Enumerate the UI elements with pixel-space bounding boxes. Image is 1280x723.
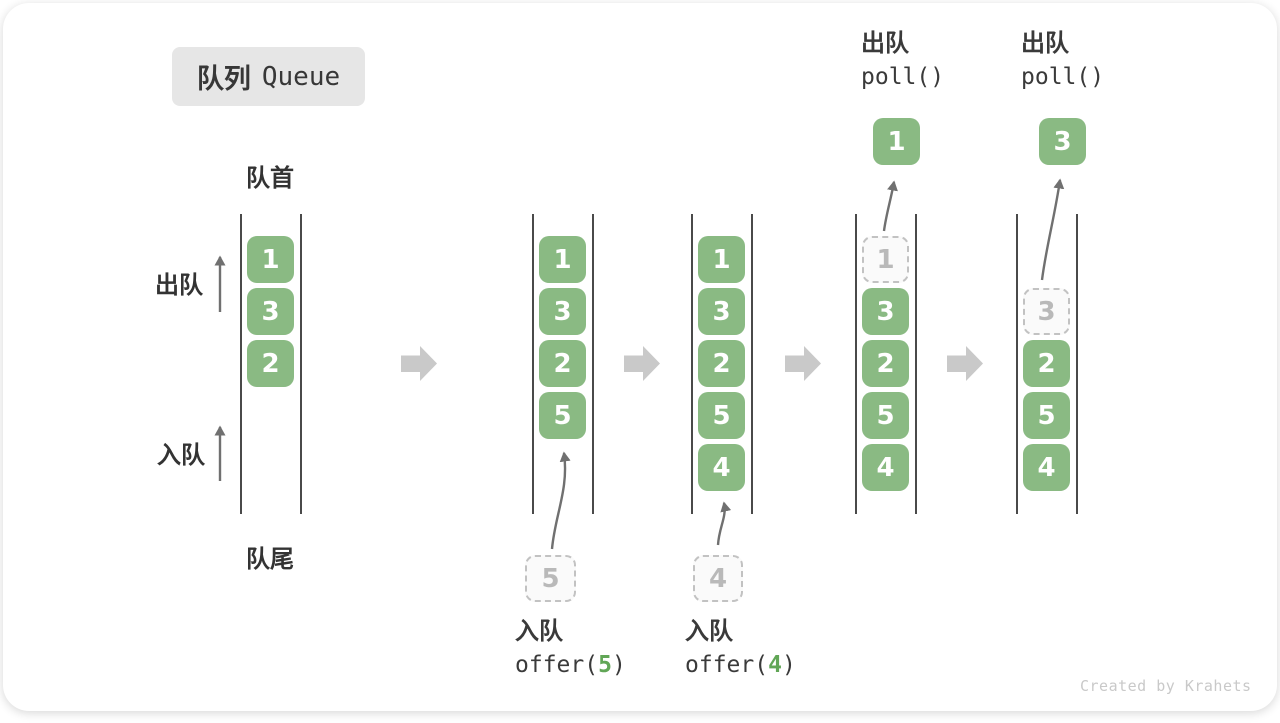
poll-result-box: 1 [873, 118, 920, 165]
queue-item: 2 [862, 340, 909, 387]
enqueue-staging-box: 4 [693, 555, 743, 602]
queue-item: 3 [862, 288, 909, 335]
offer-operation-label: 入队 offer(4) [685, 615, 796, 681]
offer-code-post: ) [611, 652, 626, 678]
queue-wall-left [691, 214, 693, 514]
arrows-overlay [214, 178, 1065, 550]
poll-zh-label: 出队 [1021, 30, 1069, 57]
title-en: Queue [261, 61, 341, 92]
queue-item: 1 [698, 236, 745, 283]
queue-wall-right [300, 214, 302, 514]
queue-item: 5 [539, 392, 586, 439]
queue-item: 5 [698, 392, 745, 439]
next-state-arrow [624, 346, 660, 381]
queue-rear-label: 队尾 [246, 546, 294, 573]
queue-state-1: 1 3 2 [240, 214, 302, 514]
queue-item: 1 [247, 236, 294, 283]
queue-wall-right [1076, 214, 1078, 514]
watermark: Created by Krahets [1080, 677, 1252, 695]
queue-item: 1 [539, 236, 586, 283]
queue-item: 4 [1023, 444, 1070, 491]
queue-wall-right [751, 214, 753, 514]
queue-state-3: 1 3 2 5 4 [691, 214, 753, 514]
queue-item: 2 [247, 340, 294, 387]
queue-item: 3 [539, 288, 586, 335]
queue-wall-left [1016, 214, 1018, 514]
offer-arg: 4 [768, 652, 782, 678]
queue-item: 3 [698, 288, 745, 335]
poll-operation-label: 出队 poll() [861, 27, 944, 93]
queue-state-5: 3 2 5 4 [1016, 214, 1078, 514]
queue-item: 2 [698, 340, 745, 387]
queue-wall-left [532, 214, 534, 514]
queue-wall-right [592, 214, 594, 514]
title-zh: 队列 [196, 64, 251, 94]
queue-item: 2 [1023, 340, 1070, 387]
queue-state-2: 1 3 2 5 [532, 214, 594, 514]
offer-zh-label: 入队 [685, 618, 733, 645]
queue-wall-left [855, 214, 857, 514]
offer-arg: 5 [598, 652, 612, 678]
offer-code-label: offer(4) [685, 649, 796, 681]
queue-item: 4 [862, 444, 909, 491]
offer-code-pre: offer( [685, 652, 769, 678]
queue-item-ghost: 1 [862, 236, 909, 283]
queue-state-4: 1 3 2 5 4 [855, 214, 917, 514]
enqueue-side-label: 入队 [157, 442, 205, 469]
poll-operation-label: 出队 poll() [1021, 27, 1104, 93]
queue-wall-right [915, 214, 917, 514]
enqueue-staging-box: 5 [525, 555, 576, 602]
poll-code-label: poll() [861, 64, 945, 90]
diagram-card: 队列 Queue 队首 队尾 出队 入队 1 3 2 1 3 2 5 1 3 2… [3, 3, 1277, 711]
next-state-arrow [401, 346, 437, 381]
offer-zh-label: 入队 [515, 618, 563, 645]
offer-operation-label: 入队 offer(5) [515, 615, 626, 681]
queue-item: 5 [862, 392, 909, 439]
poll-code-label: poll() [1021, 64, 1105, 90]
poll-zh-label: 出队 [861, 30, 909, 57]
queue-item-ghost: 3 [1023, 288, 1070, 335]
queue-item: 2 [539, 340, 586, 387]
queue-item: 5 [1023, 392, 1070, 439]
next-state-arrow [947, 346, 983, 381]
queue-item: 3 [247, 288, 294, 335]
offer-code-label: offer(5) [515, 649, 626, 681]
offer-code-pre: offer( [515, 652, 599, 678]
next-state-arrow [785, 346, 821, 381]
dequeue-side-label: 出队 [155, 272, 203, 299]
poll-result-box: 3 [1039, 118, 1086, 165]
queue-wall-left [240, 214, 242, 514]
offer-code-post: ) [781, 652, 796, 678]
queue-item: 4 [698, 444, 745, 491]
queue-front-label: 队首 [246, 165, 294, 192]
title-badge: 队列 Queue [172, 47, 365, 106]
